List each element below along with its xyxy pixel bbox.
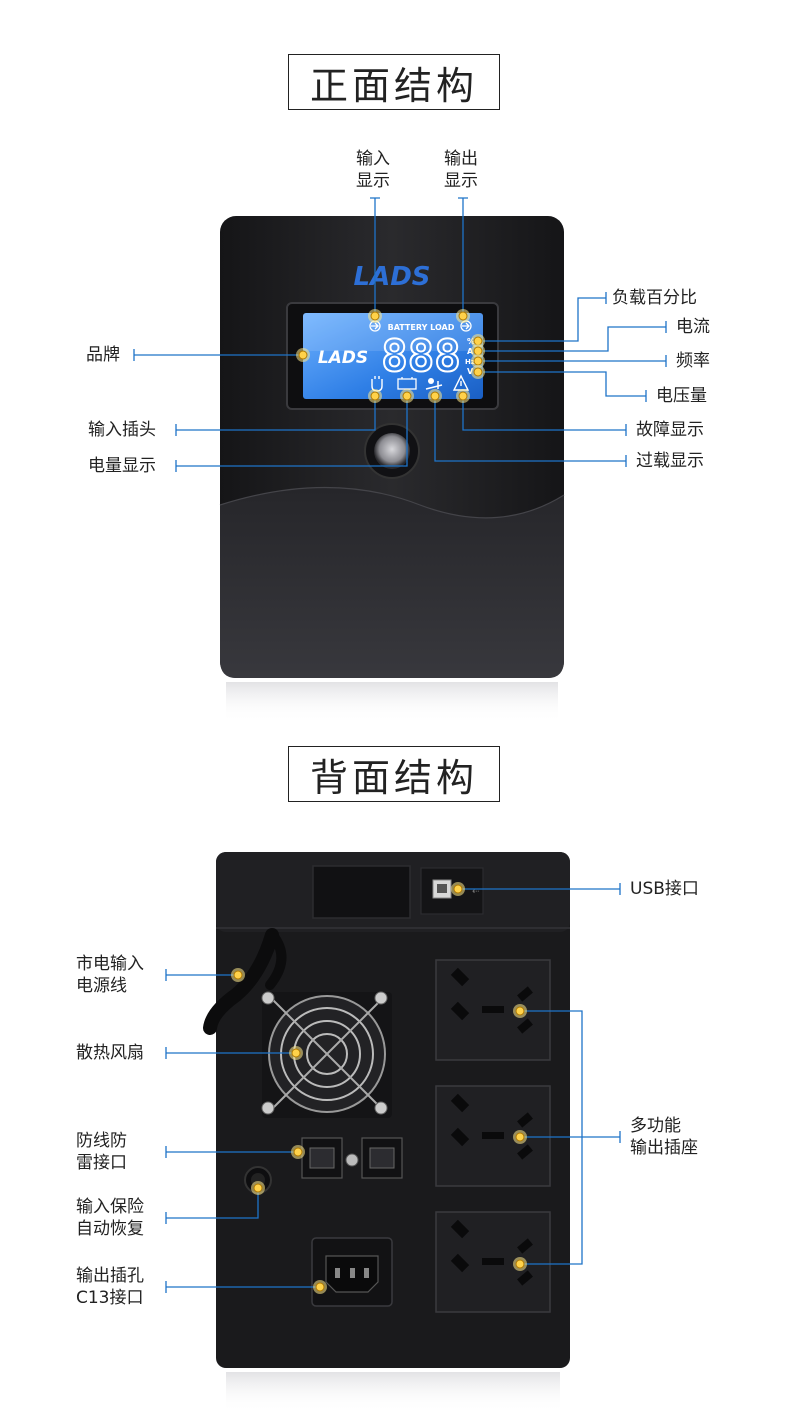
back-markers	[231, 882, 527, 1294]
lcd-overload-icon	[425, 378, 443, 390]
label-current: 电流	[676, 317, 710, 337]
back-section-title: 背面结构	[288, 746, 500, 802]
lcd-unit-percent: %	[467, 337, 475, 346]
lcd-digits: 888	[381, 331, 460, 382]
label-mains-cable: 市电输入 电源线	[76, 954, 144, 996]
usb-symbol-icon: ⇠	[472, 887, 480, 897]
c13-outlet[interactable]	[311, 1237, 393, 1307]
front-markers	[296, 309, 485, 403]
back-label-area	[312, 865, 411, 919]
label-voltage: 电压量	[656, 386, 707, 406]
front-section-title: 正面结构	[288, 54, 500, 110]
label-multifunction-outlets: 多功能 输出插座	[630, 1116, 698, 1158]
lcd-screen	[303, 313, 483, 399]
lcd-unit-amp: A	[467, 347, 474, 356]
label-frequency: 频率	[676, 351, 710, 371]
lcd-unit-hz: Hz	[465, 358, 475, 366]
back-callout-lines	[165, 883, 621, 1293]
multifunction-outlet-3[interactable]	[435, 1211, 551, 1313]
surge-protection-ports[interactable]	[301, 1137, 403, 1179]
label-input-plug: 输入插头	[88, 420, 156, 440]
power-button[interactable]	[364, 423, 420, 479]
front-logo: LADS	[354, 262, 431, 292]
label-cooling-fan: 散热风扇	[76, 1043, 144, 1063]
label-battery-level: 电量显示	[88, 456, 156, 476]
lcd-unit-volt: V	[467, 367, 474, 376]
cooling-fan	[261, 991, 392, 1118]
label-surge-port: 防线防 雷接口	[76, 1131, 127, 1173]
label-fuse-reset: 输入保险 自动恢复	[76, 1197, 144, 1239]
label-c13-outlet: 输出插孔 C13接口	[76, 1266, 144, 1308]
label-load-percent: 负载百分比	[612, 288, 697, 308]
label-fault: 故障显示	[636, 420, 704, 440]
label-input-display: 输入 显示	[356, 149, 390, 191]
mains-power-cable	[203, 928, 287, 1035]
front-callout-lines	[133, 197, 667, 472]
lcd-header: BATTERY LOAD	[388, 323, 455, 332]
multifunction-outlet-1[interactable]	[435, 959, 551, 1061]
label-usb-port: USB接口	[630, 879, 699, 899]
label-brand: 品牌	[86, 345, 120, 365]
label-overload: 过载显示	[636, 451, 704, 471]
label-output-display: 输出 显示	[444, 149, 478, 191]
multifunction-outlet-2[interactable]	[435, 1085, 551, 1187]
lcd-brand: LADS	[318, 348, 368, 368]
